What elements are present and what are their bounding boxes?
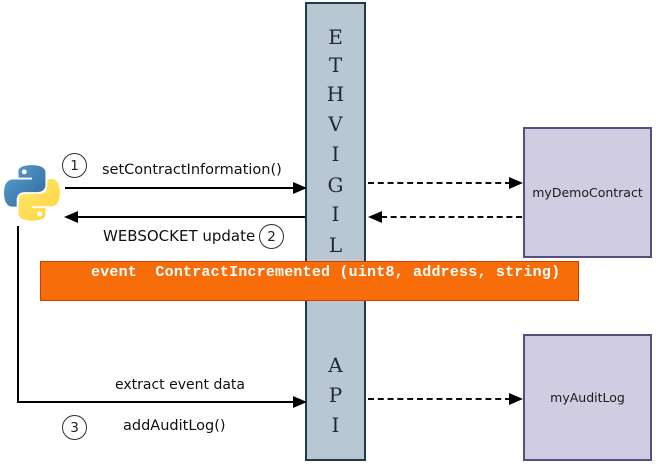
bar-letter: G (327, 173, 344, 197)
bar-letter: L (328, 233, 343, 257)
arrow-websocket-update (77, 215, 305, 218)
step-number: 1 (70, 157, 79, 174)
bar-letter: A (328, 353, 343, 377)
arrowhead-right-icon (509, 393, 523, 405)
step-circle-2: 2 (259, 224, 284, 249)
label-set-contract-information: setContractInformation() (102, 162, 282, 178)
box-my-audit-log-label: myAuditLog (550, 390, 625, 405)
bar-letter: T (328, 53, 343, 77)
bar-letter: I (331, 142, 340, 166)
python-logo-icon (4, 165, 60, 221)
bar-letter: I (331, 202, 340, 226)
arrow-set-contract-information (65, 187, 295, 189)
label-add-audit-log: addAuditLog() (123, 418, 226, 434)
dashed-arrow-to-demo-contract (368, 182, 511, 184)
python-lifeline (17, 226, 19, 403)
bar-letter: V (328, 112, 343, 136)
arrowhead-right-icon (509, 177, 523, 189)
step-circle-3: 3 (62, 415, 87, 440)
event-banner: event ContractIncremented (uint8, addres… (40, 261, 579, 301)
arrowhead-right-icon (293, 395, 307, 408)
step-number: 2 (267, 228, 276, 245)
box-my-demo-contract-label: myDemoContract (532, 185, 643, 200)
arrowhead-left-icon (368, 210, 382, 223)
bar-letter: P (328, 383, 343, 407)
label-websocket-update: WEBSOCKET update (103, 227, 256, 245)
box-my-demo-contract: myDemoContract (523, 127, 652, 258)
dashed-arrow-from-demo-contract (381, 215, 522, 218)
arrowhead-right-icon (293, 182, 307, 194)
dashed-arrow-to-audit-log (368, 398, 511, 400)
arrow-add-audit-log (18, 400, 295, 403)
event-banner-text: event ContractIncremented (uint8, addres… (91, 264, 561, 281)
bar-letter: H (326, 82, 345, 106)
label-extract-event-data: extract event data (115, 377, 245, 393)
ethvigil-api-bar: E T H V I G I L A P I (305, 2, 366, 461)
bar-letter: E (328, 25, 343, 49)
arrowhead-left-icon (64, 210, 78, 223)
step-number: 3 (70, 419, 79, 436)
box-my-audit-log: myAuditLog (523, 334, 652, 461)
bar-letter: I (331, 413, 340, 437)
step-circle-1: 1 (62, 153, 87, 178)
